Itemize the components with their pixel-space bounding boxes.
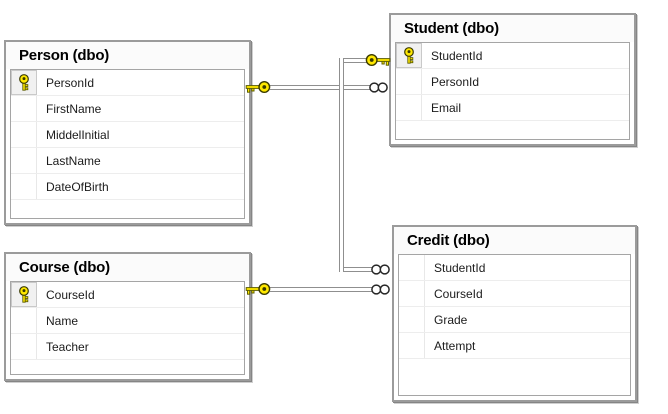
column-row[interactable]: DateOfBirth [11,174,244,200]
key-icon [245,281,271,297]
column-name: CourseId [434,286,483,301]
row-selector-cell [11,122,37,147]
primary-key-cell [11,282,37,307]
infinity-icon [370,263,392,276]
row-selector-cell [399,333,425,358]
column-name: CourseId [46,287,95,302]
relationship-line-person-student[interactable] [270,85,372,90]
relationship-line-course-credit[interactable] [270,287,372,292]
column-row[interactable]: FirstName [11,96,244,122]
relationship-line-student-credit-vertical[interactable] [339,58,344,272]
table-credit-header[interactable]: Credit (dbo) [394,227,635,254]
column-name: FirstName [46,101,102,116]
table-student-header[interactable]: Student (dbo) [391,15,634,42]
key-icon [365,52,391,68]
row-selector-cell [11,308,37,333]
primary-key-cell [396,43,422,68]
column-name: Attempt [434,338,476,353]
column-name: MiddelInitial [46,127,110,142]
column-name: StudentId [434,260,486,275]
table-title: Person (dbo) [19,47,110,64]
row-selector-cell [399,255,425,280]
table-title: Credit (dbo) [407,232,490,249]
column-row[interactable]: Grade [399,307,630,333]
column-name: PersonId [431,74,480,89]
column-row[interactable]: Email [396,95,629,121]
infinity-icon [368,81,390,94]
row-selector-cell [11,334,37,359]
column-name: Teacher [46,339,89,354]
column-name: StudentId [431,48,483,63]
column-row[interactable]: Attempt [399,333,630,359]
column-name: LastName [46,153,101,168]
column-row[interactable]: CourseId [399,281,630,307]
column-row[interactable]: PersonId [396,69,629,95]
column-row[interactable]: Name [11,308,244,334]
column-row[interactable]: StudentId [399,255,630,281]
row-selector-cell [399,281,425,306]
column-row[interactable]: StudentId [396,43,629,69]
row-selector-cell [11,148,37,173]
table-title: Student (dbo) [404,20,499,37]
key-icon [18,74,30,91]
table-course-header[interactable]: Course (dbo) [6,254,249,281]
key-icon [403,47,415,64]
row-selector-cell [399,307,425,332]
column-name: Name [46,313,79,328]
column-name: DateOfBirth [46,179,109,194]
row-selector-cell [396,69,422,94]
infinity-icon [370,283,392,296]
row-selector-cell [11,96,37,121]
column-name: Grade [434,312,468,327]
key-icon [18,286,30,303]
row-selector-cell [396,95,422,120]
table-person-header[interactable]: Person (dbo) [6,42,249,69]
row-selector-cell [11,174,37,199]
key-icon [245,79,271,95]
column-row[interactable]: MiddelInitial [11,122,244,148]
column-row[interactable]: Teacher [11,334,244,360]
column-name: Email [431,100,462,115]
column-row[interactable]: CourseId [11,282,244,308]
relationship-line-student-credit-top[interactable] [341,58,369,63]
table-title: Course (dbo) [19,259,110,276]
column-row[interactable]: PersonId [11,70,244,96]
relationship-line-student-credit-bottom[interactable] [339,267,373,272]
column-row[interactable]: LastName [11,148,244,174]
column-name: PersonId [46,75,95,90]
primary-key-cell [11,70,37,95]
